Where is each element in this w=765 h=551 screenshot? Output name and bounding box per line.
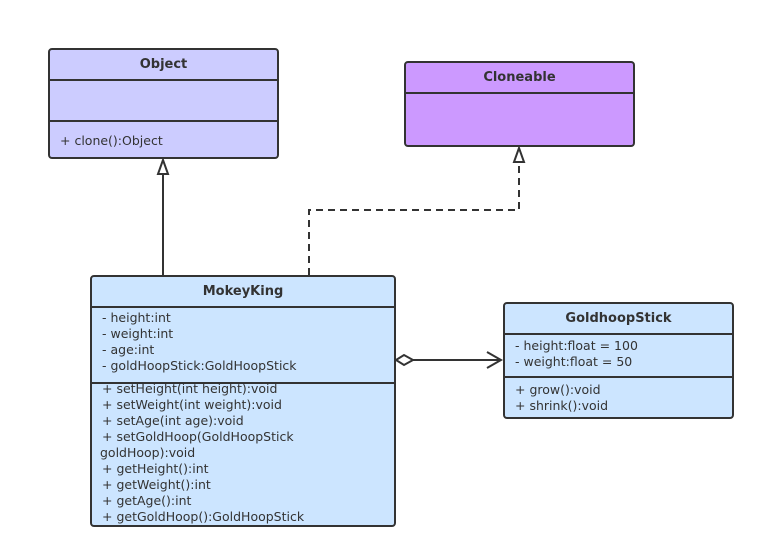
method: goldHoop):void bbox=[100, 445, 196, 460]
attribute: - goldHoopStick:GoldHoopStick bbox=[102, 358, 297, 373]
attributes-section: - height:int - weight:int - age:int - go… bbox=[92, 308, 394, 384]
attributes-section bbox=[50, 81, 277, 122]
attribute: - age:int bbox=[102, 342, 155, 357]
aggregation-goldhoopstick bbox=[394, 351, 504, 369]
method: + shrink():void bbox=[515, 398, 609, 413]
class-object[interactable]: Object + clone():Object bbox=[48, 48, 279, 159]
methods-section: + setHeight(int height):void + setWeight… bbox=[92, 381, 394, 525]
method: + setHeight(int height):void bbox=[102, 381, 278, 396]
method: + getHeight():int bbox=[102, 461, 209, 476]
class-goldhoopstick[interactable]: GoldhoopStick - height:float = 100 - wei… bbox=[503, 302, 734, 419]
method: + setWeight(int weight):void bbox=[102, 397, 282, 412]
attribute: - height:int bbox=[102, 310, 171, 325]
body-section bbox=[406, 94, 633, 96]
class-name: MokeyKing bbox=[92, 277, 394, 308]
class-cloneable[interactable]: Cloneable bbox=[404, 61, 635, 147]
attribute: - weight:int bbox=[102, 326, 174, 341]
class-name: GoldhoopStick bbox=[505, 304, 732, 335]
realization-cloneable bbox=[308, 145, 526, 275]
method: + clone():Object bbox=[60, 133, 163, 148]
methods-section: + clone():Object bbox=[50, 122, 277, 149]
attributes-section: - height:float = 100 - weight:float = 50 bbox=[505, 335, 732, 378]
method: + getGoldHoop():GoldHoopStick bbox=[102, 509, 305, 524]
method: + setAge(int age):void bbox=[102, 413, 244, 428]
class-name: Cloneable bbox=[406, 63, 633, 94]
class-mokeyking[interactable]: MokeyKing - height:int - weight:int - ag… bbox=[90, 275, 396, 527]
attribute: - height:float = 100 bbox=[515, 338, 638, 353]
methods-section: + grow():void + shrink():void bbox=[505, 378, 732, 414]
attribute: - weight:float = 50 bbox=[515, 354, 633, 369]
method: + setGoldHoop(GoldHoopStick bbox=[102, 429, 294, 444]
class-name: Object bbox=[50, 50, 277, 81]
method: + grow():void bbox=[515, 382, 601, 397]
generalization-object bbox=[156, 157, 170, 275]
method: + getAge():int bbox=[102, 493, 192, 508]
method: + getWeight():int bbox=[102, 477, 211, 492]
